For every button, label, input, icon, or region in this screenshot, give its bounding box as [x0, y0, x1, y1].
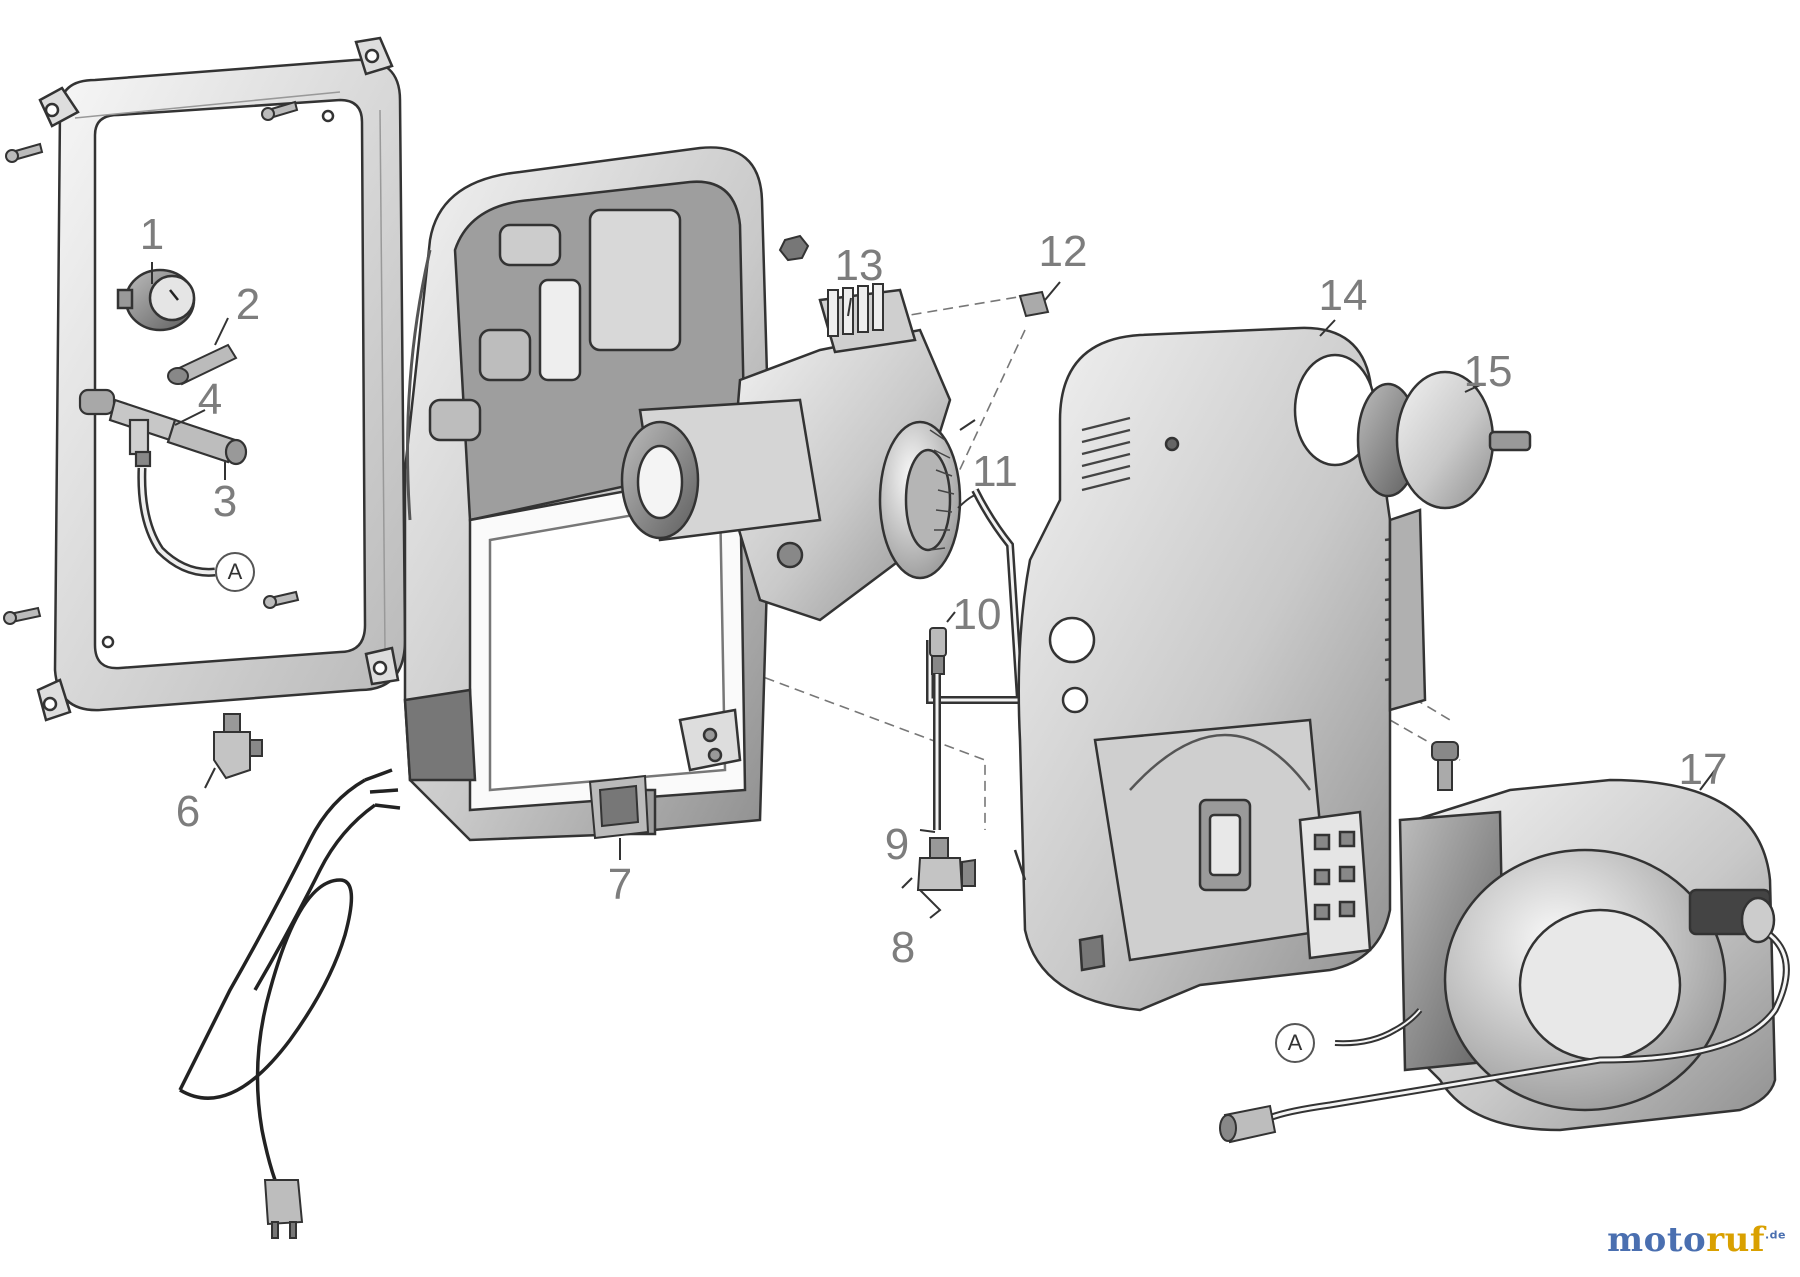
- leader-12: [1044, 281, 1061, 301]
- callout-6: 6: [175, 787, 201, 836]
- part-connector-8: [916, 837, 976, 919]
- callout-leaders: [151, 262, 956, 889]
- callout-1: 1: [139, 210, 165, 259]
- callout-3: 3: [212, 477, 238, 526]
- part-gauge: [116, 268, 196, 332]
- callout-4: 4: [197, 375, 223, 424]
- watermark-sup: .de: [1764, 1228, 1786, 1242]
- part-hose-reel: [1398, 778, 1777, 1132]
- leader-15: [1464, 384, 1481, 393]
- leader-14: [1319, 319, 1336, 337]
- part-pressure-switch: [167, 343, 238, 386]
- callout-8: 8: [890, 923, 916, 972]
- part-connector-10: [929, 627, 947, 675]
- part-screw-17: [1431, 741, 1459, 791]
- leader-9: [919, 829, 936, 833]
- callout-14: 14: [1318, 271, 1368, 320]
- hose-coupling: [1219, 1104, 1277, 1144]
- callout-7: 7: [607, 860, 633, 909]
- part-15: [1356, 370, 1532, 510]
- connector-a-left: A: [215, 552, 255, 592]
- connector-a-right: A: [1275, 1023, 1315, 1063]
- power-plug: [263, 1179, 304, 1239]
- callout-17: 17: [1678, 745, 1728, 794]
- callout-12: 12: [1038, 227, 1088, 276]
- pump-motor-assembly: [620, 283, 962, 622]
- power-cord: [178, 768, 401, 1181]
- callout-11: 11: [972, 447, 1018, 496]
- leader-11: [957, 494, 976, 509]
- part-switch: [588, 774, 650, 840]
- frame-screws: [3, 100, 300, 625]
- watermark-accent: ruf: [1706, 1220, 1765, 1260]
- callout-15: 15: [1463, 347, 1513, 396]
- mounting-frame: [36, 36, 407, 722]
- leader-17: [1699, 769, 1716, 791]
- part-nut: [778, 234, 810, 262]
- part-fitting-12: [1018, 290, 1050, 318]
- callout-10: 10: [952, 590, 1002, 639]
- motoruf-watermark: motoruf.de: [1607, 1220, 1786, 1260]
- callout-9: 9: [884, 820, 910, 869]
- callout-13: 13: [834, 241, 884, 290]
- front-cover: [1013, 326, 1427, 1012]
- part-drain-valve: [213, 713, 263, 780]
- callout-2: 2: [235, 280, 261, 329]
- watermark-main: moto: [1607, 1220, 1707, 1260]
- part-tee-fitting: [78, 388, 248, 468]
- main-housing: [403, 146, 772, 842]
